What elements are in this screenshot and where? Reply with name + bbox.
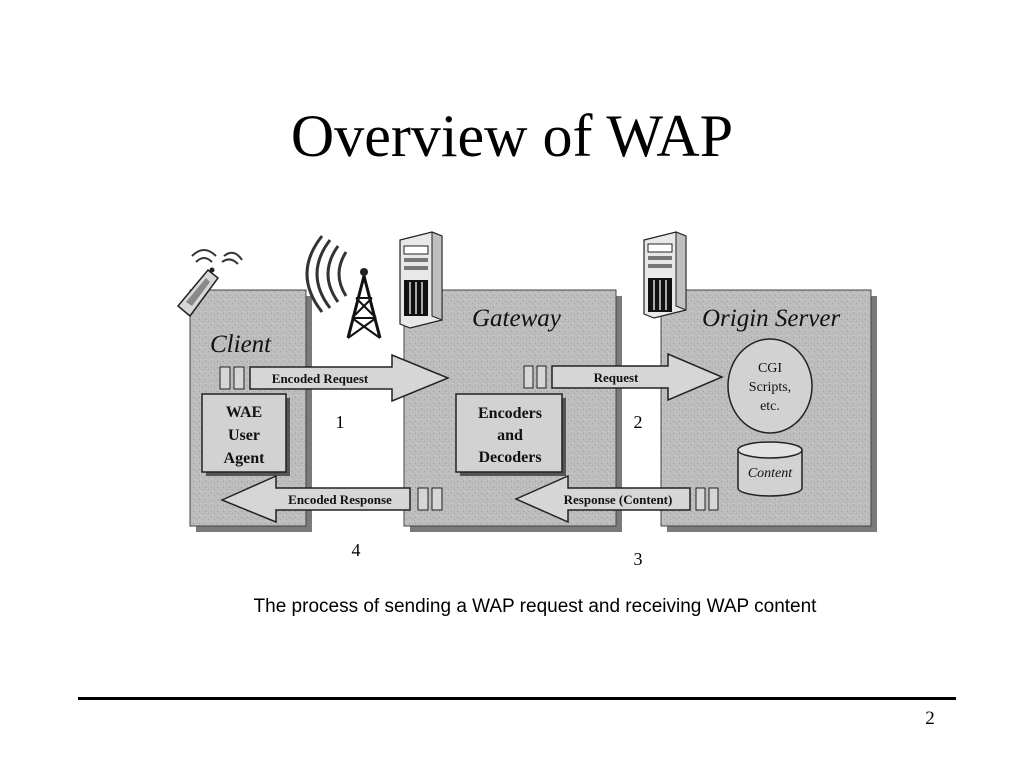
step-number-2: 2 [634, 412, 643, 432]
content-database-icon: Content [737, 441, 803, 497]
wae-user-agent-box: WAE User Agent [201, 393, 290, 476]
encoded-response-arrow: Encoded Response [220, 474, 443, 524]
origin-server-icon [643, 231, 687, 319]
step-number-1: 1 [336, 412, 345, 432]
page-number: 2 [925, 708, 935, 729]
encoded-request-arrow: Encoded Request [219, 353, 450, 403]
encoders-label: Encoders [478, 405, 542, 422]
response-content-arrow: Response (Content) [514, 474, 719, 524]
radio-tower-icon [305, 235, 382, 339]
etc-label: etc. [760, 399, 780, 414]
decoders-label: Decoders [478, 449, 541, 466]
user-label: User [228, 427, 260, 444]
step-number-4: 4 [352, 540, 361, 560]
request-label: Request [594, 370, 639, 385]
agent-label: Agent [224, 450, 266, 467]
mobile-phone-icon [176, 249, 243, 318]
diagram-caption: The process of sending a WAP request and… [253, 596, 817, 617]
response-content-label: Response (Content) [564, 492, 673, 507]
encoded-response-label: Encoded Response [288, 492, 392, 507]
cgi-scripts-ellipse: CGI Scripts, etc. [727, 338, 813, 434]
slide-title: Overview of WAP [290, 103, 734, 169]
step-number-3: 3 [634, 549, 643, 569]
and-label: and [497, 427, 523, 444]
request-arrow: Request [523, 352, 724, 402]
client-panel-title: Client [210, 331, 272, 358]
footer-divider [78, 697, 956, 700]
scripts-label: Scripts, [749, 380, 791, 395]
gateway-server-icon [399, 231, 443, 329]
origin-server-panel-title: Origin Server [702, 305, 840, 332]
encoded-request-label: Encoded Request [272, 371, 369, 386]
wae-label: WAE [226, 404, 262, 421]
gateway-panel-title: Gateway [472, 305, 562, 332]
encoders-decoders-box: Encoders and Decoders [455, 393, 566, 476]
content-label: Content [748, 466, 793, 481]
cgi-label: CGI [758, 361, 782, 376]
